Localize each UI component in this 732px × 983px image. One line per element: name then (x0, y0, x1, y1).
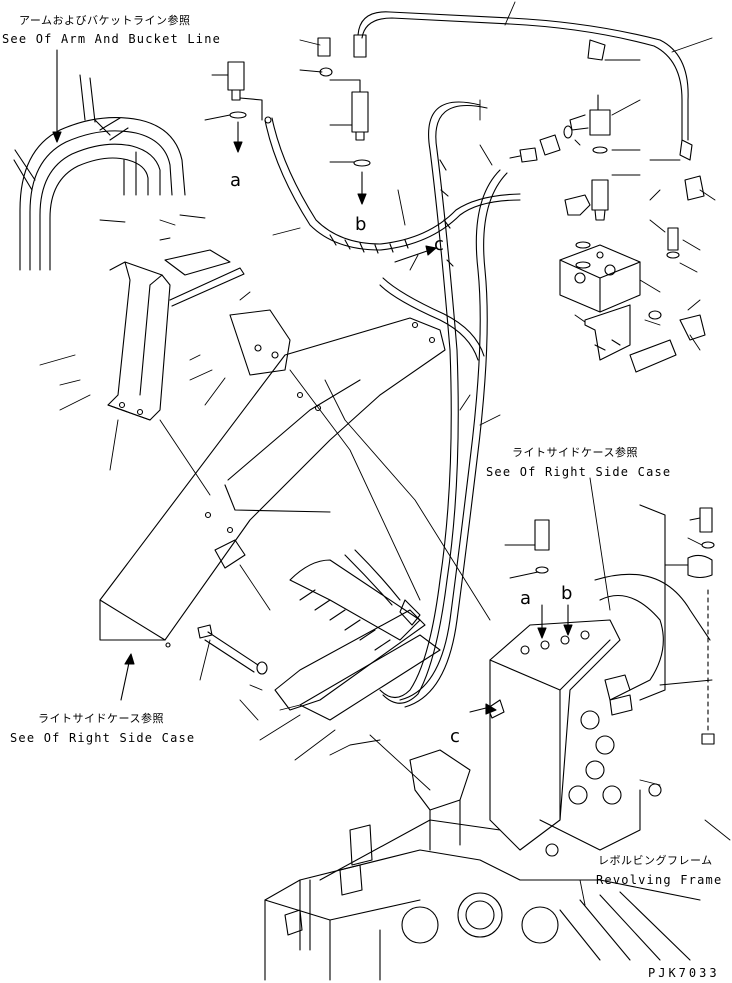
valve-top-fittings (470, 520, 572, 718)
valve-block-right (510, 40, 705, 372)
ref-b-top: b (355, 214, 367, 235)
leader-right-side-left (121, 658, 130, 700)
hose-braid-2 (440, 160, 453, 266)
control-valve (490, 505, 710, 856)
arrow-c-top-head (426, 246, 436, 255)
label-revolving-en: Revolving Frame (596, 873, 723, 887)
label-right-side-left-en: See Of Right Side Case (10, 731, 196, 745)
ref-c-top: c (434, 234, 444, 255)
arm-bucket-hose-bundle (14, 75, 185, 270)
arrow-right-side-left (125, 654, 134, 664)
label-right-side-top-jp: ライトサイドケース参照 (512, 446, 638, 459)
lower-left-parts (198, 550, 440, 720)
left-pillar-bracket (108, 250, 244, 420)
ref-a-valve: a (520, 588, 532, 609)
ref-a-top: a (230, 170, 242, 191)
label-arm-bucket-en: See Of Arm And Bucket Line (2, 32, 222, 46)
label-revolving-jp: レボルビングフレーム (598, 854, 713, 867)
arrow-c-top-shaft (395, 250, 430, 262)
ref-b-valve: b (561, 583, 573, 604)
leader-lines (40, 2, 730, 905)
fitting-a-top (228, 62, 271, 152)
main-frame-arm (100, 310, 445, 647)
fitting-b-top (318, 35, 370, 204)
ref-c-valve: c (450, 726, 460, 747)
hose-braid (330, 235, 408, 253)
label-arm-bucket-jp: アームおよびバケットライン参照 (19, 14, 191, 27)
arrow-arm-bucket (53, 132, 61, 142)
label-right-side-left-jp: ライトサイドケース参照 (38, 712, 164, 725)
drawing-code: PJK7033 (648, 966, 720, 980)
label-right-side-top-en: See Of Right Side Case (486, 465, 672, 479)
revolving-frame (265, 750, 700, 980)
hose-lines (265, 12, 688, 707)
